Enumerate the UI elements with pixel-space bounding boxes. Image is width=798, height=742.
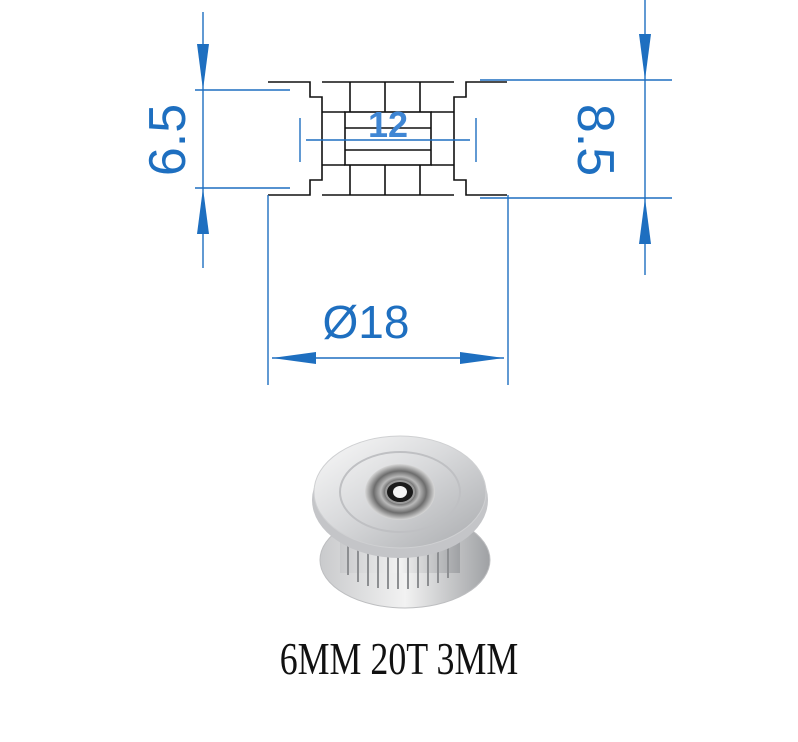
pulley-photo [312, 435, 491, 609]
product-caption: 6MM 20T 3MM [279, 633, 519, 684]
dimension-lines [195, 0, 672, 385]
dimension-label-8-5: 8.5 [566, 104, 624, 176]
dimension-label-12: 12 [368, 104, 408, 145]
dimension-label-diameter-18: Ø18 [323, 296, 410, 348]
dimension-arrows [197, 34, 651, 364]
pulley-outline [268, 81, 507, 196]
dimension-label-6-5: 6.5 [139, 104, 197, 176]
